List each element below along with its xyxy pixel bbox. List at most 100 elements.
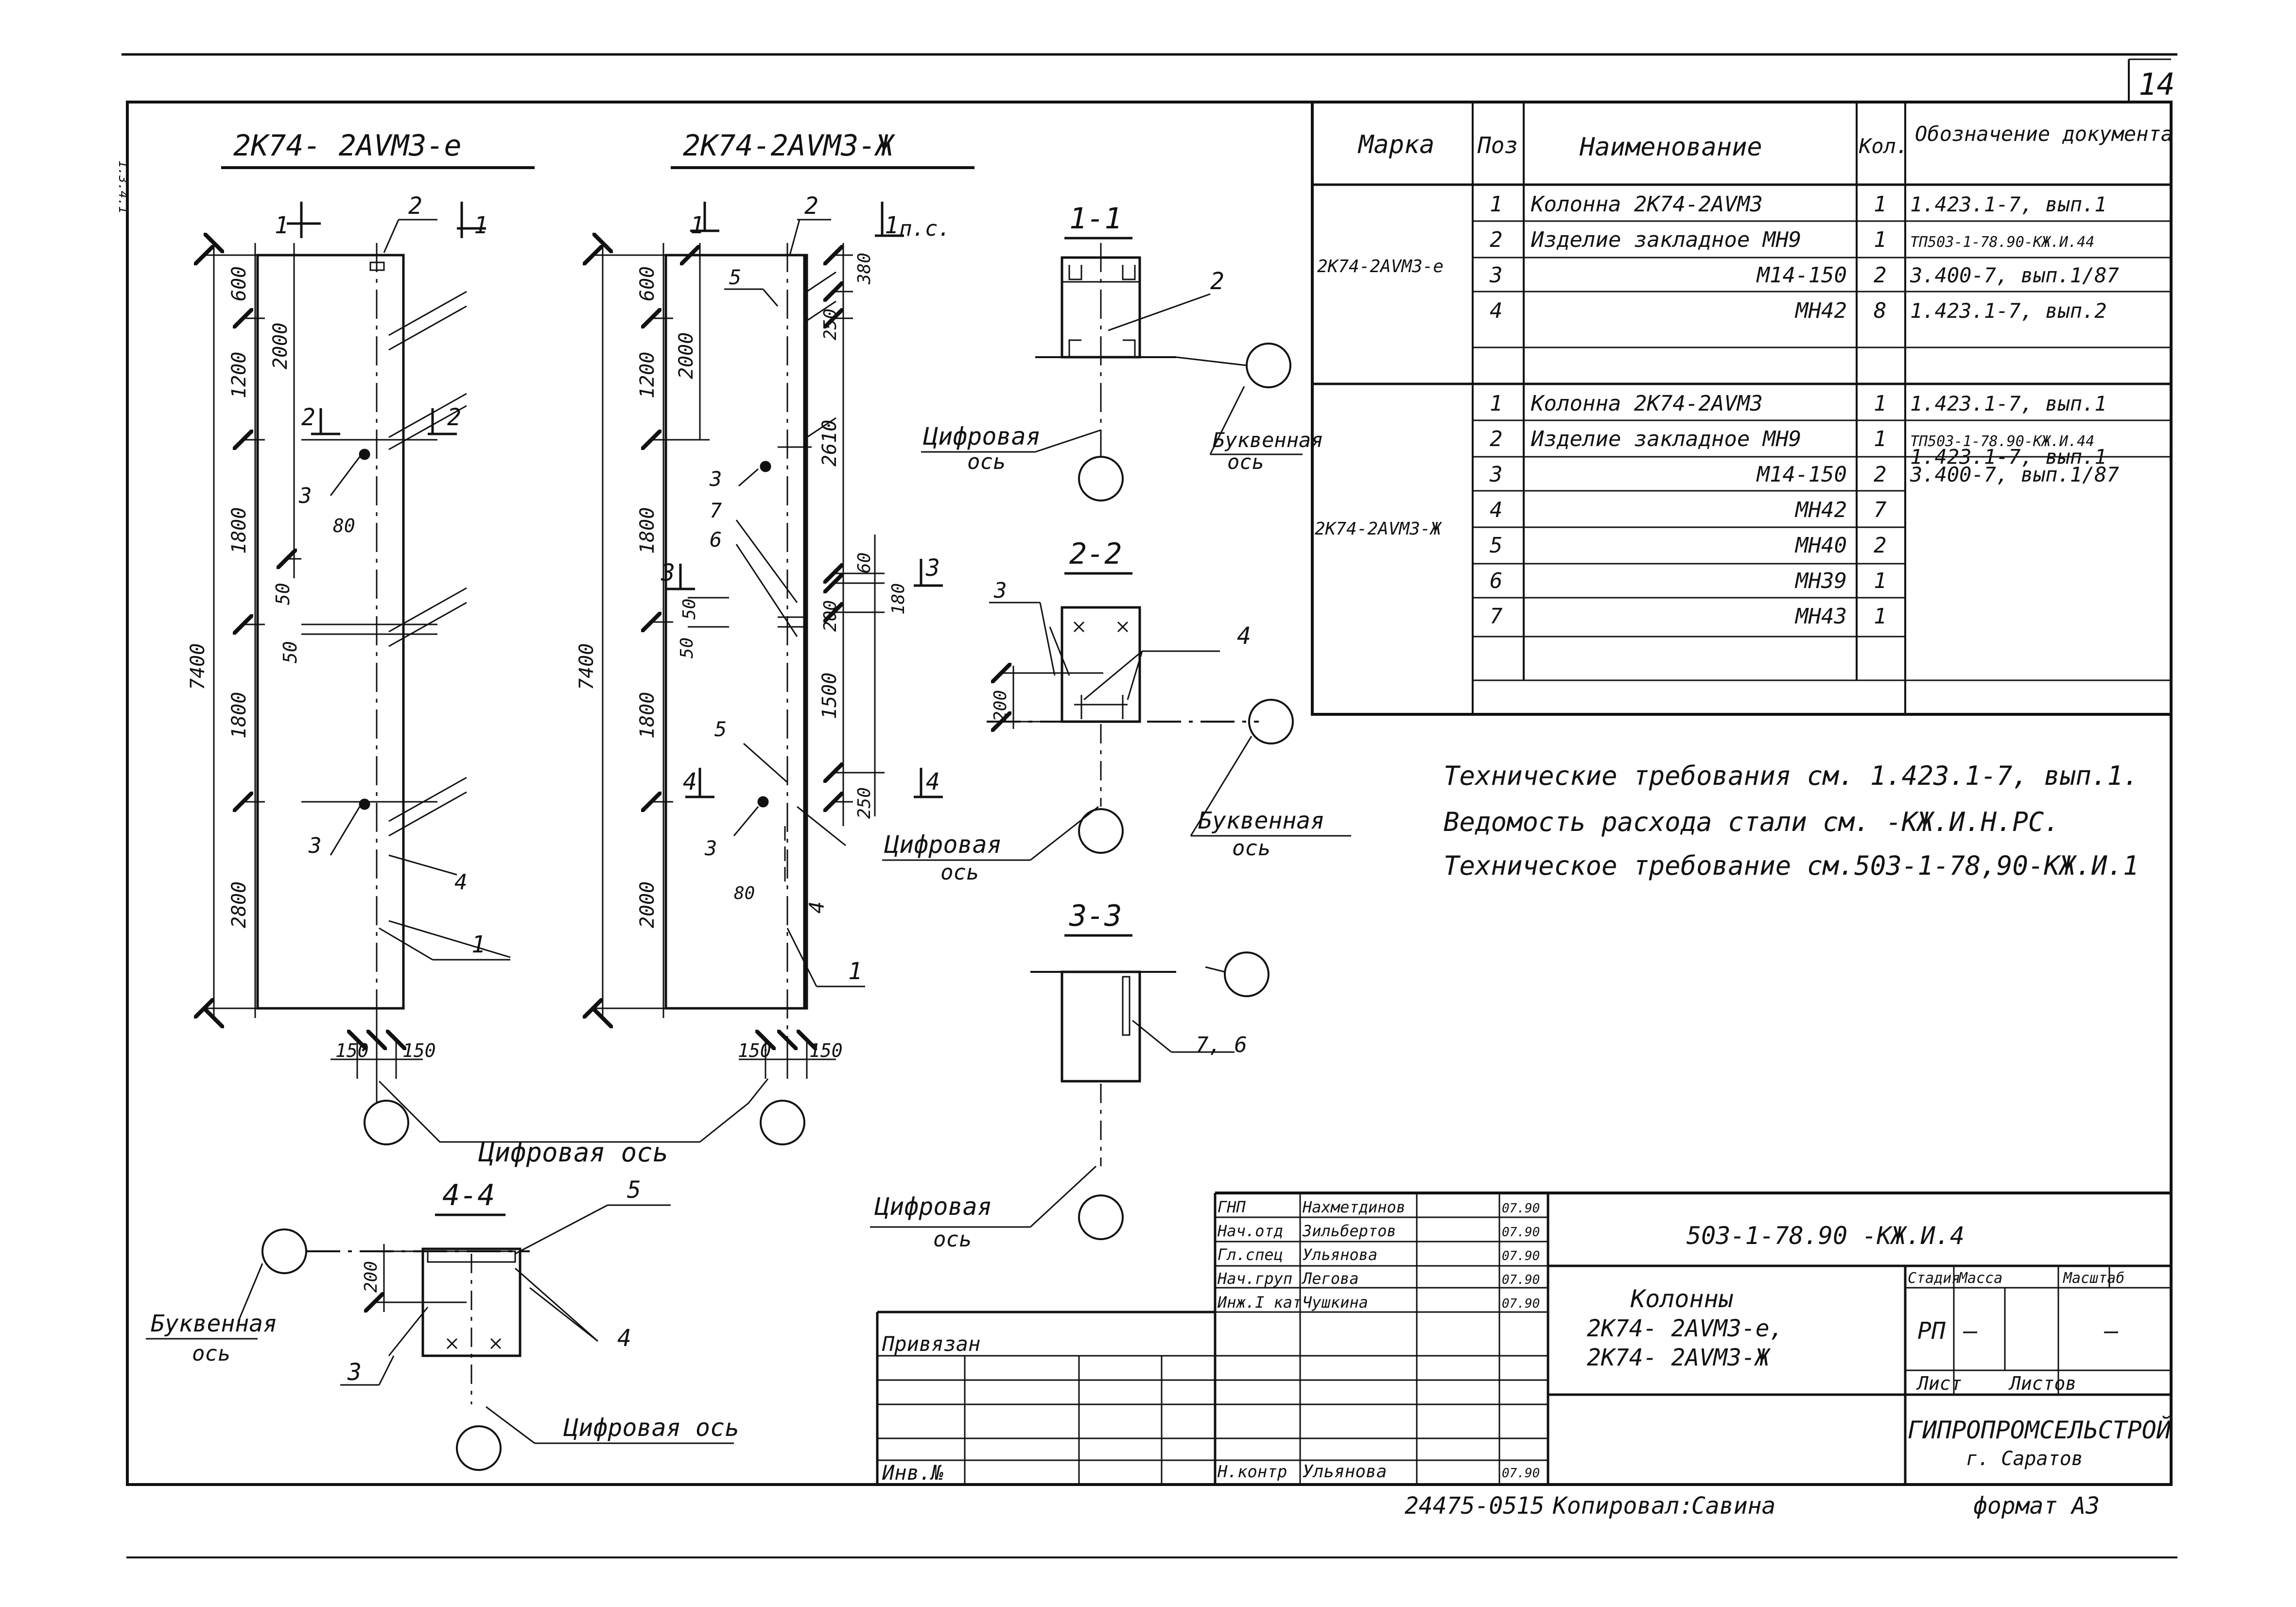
axis-bubble-1-1-digital — [1078, 456, 1124, 501]
sheets-label: Листов — [2008, 1373, 2076, 1394]
note-3: Техническое требование см.503-1-78,90-КЖ… — [1444, 850, 2139, 881]
dim-1200-zh: 1200 — [636, 352, 659, 398]
dim-1500-zh: 1500 — [818, 673, 841, 719]
section-4-4-title: 4-4 — [442, 1178, 495, 1212]
axis-bubble-digital-e — [364, 1100, 409, 1145]
axis-bubble-3-3-digital — [1078, 1194, 1124, 1240]
digital-axis-1-1-os: ось — [967, 449, 1006, 474]
signer-date: 07.90 — [1502, 1296, 1540, 1311]
spec-cell-name: Изделие закладное МН9 — [1531, 227, 1801, 252]
spec-cell-qty: 1 — [1874, 227, 1887, 252]
edge-note: 1.3.4.1 — [116, 160, 130, 214]
dim-50a-zh: 50 — [679, 599, 699, 620]
norm-control-date: 07.90 — [1502, 1466, 1540, 1481]
notes: Технические требования см. 1.423.1-7, вы… — [1444, 760, 2139, 881]
section-2-2-pos3: 3 — [993, 578, 1007, 603]
signer-date: 07.90 — [1502, 1249, 1540, 1263]
spec-cell-name: Колонна 2К74-2АVМЗ — [1531, 391, 1763, 416]
dim-250a-zh: 250 — [820, 309, 840, 340]
section-4-4-pos3: 3 — [347, 1359, 362, 1386]
spec-cell-qty: 7 — [1874, 498, 1887, 522]
mass-value: — — [1963, 1317, 1978, 1345]
inv-label: Инв.№ — [882, 1461, 943, 1485]
pos-7-zh: 7 — [710, 499, 722, 522]
spec-header-doc: Обозначение документа — [1915, 122, 2173, 146]
spec-cell-doc: 1.423.1-7, вып.1 — [1910, 392, 2107, 415]
spec-cell-qty: 2 — [1874, 263, 1887, 288]
spec-cell-pos: 6 — [1490, 569, 1503, 593]
spec-cell-doc: 3.400-7, вып.1/87 — [1910, 463, 2119, 486]
spec-cell-pos: 5 — [1490, 533, 1503, 558]
signer-role: Нач.груп — [1217, 1269, 1292, 1288]
dim-600-e: 600 — [228, 266, 250, 301]
pos-4-e: 4 — [454, 870, 468, 895]
pos-3a-zh: 3 — [709, 467, 722, 491]
spec-cell-doc: 1.423.1-7, вып.1 — [1910, 192, 2107, 216]
dim-600-zh: 600 — [636, 266, 659, 301]
spec-header-name: Наименование — [1579, 133, 1762, 162]
dim-150l-zh: 150 — [738, 1040, 771, 1061]
signer-date: 07.90 — [1502, 1225, 1540, 1240]
dim-1800b-e: 1800 — [228, 692, 250, 739]
spec-cell-doc: ТП503-1-78.90-КЖ.И.44 — [1910, 234, 2094, 251]
footer: 24475-05 15 Копировал: Савина формат А3 — [1405, 1492, 2100, 1520]
norm-control-role: Н.контр — [1217, 1462, 1287, 1482]
signer-name: Зильбертов — [1302, 1222, 1396, 1240]
dim-1800a-e: 1800 — [228, 507, 250, 554]
stage-value: РП — [1917, 1317, 1946, 1345]
spec-cell-doc: 1.423.1-7, вып.2 — [1910, 299, 2107, 323]
dim-50b-zh: 50 — [677, 638, 697, 658]
digital-axis-3-3-os: ось — [933, 1227, 972, 1252]
spec-cell-name: МН42 — [1794, 498, 1847, 522]
spec-cell-pos: 4 — [1490, 498, 1503, 522]
privyazan-label: Привязан — [882, 1332, 980, 1356]
spec-cell-name: МН43 — [1794, 604, 1847, 629]
section-4-4-pos5: 5 — [627, 1176, 641, 1204]
scale-label: Масштаб — [2063, 1270, 2124, 1287]
dim-150r-e: 150 — [402, 1040, 436, 1061]
signer-name: Ульянова — [1303, 1245, 1377, 1264]
note-1: Технические требования см. 1.423.1-7, вы… — [1444, 760, 2139, 791]
letter-axis-1-1: Буквенная — [1213, 428, 1323, 452]
footer-code: 24475-05 — [1405, 1492, 1517, 1520]
dim-50a-e: 50 — [272, 583, 294, 605]
spec-cell-qty: 2 — [1874, 462, 1887, 487]
dim-150l-e: 150 — [335, 1040, 369, 1061]
spec-header-pos: Поз — [1477, 132, 1518, 158]
spec-cell-qty: 1 — [1874, 569, 1887, 593]
signer-role: ГНП — [1218, 1198, 1246, 1216]
spec-header-mark: Марка — [1357, 130, 1435, 159]
section-3-3: 3-3 7, 6 Цифровая ось — [870, 899, 1270, 1252]
signer-name: Нахметдинов — [1302, 1198, 1406, 1216]
sheet-frame — [122, 53, 2177, 1558]
pos-1-e: 1 — [471, 931, 486, 958]
dim-200-zh: 200 — [820, 600, 840, 632]
cut-1-left-zh: 1 — [690, 212, 704, 239]
digital-axis-2-2: Цифровая — [884, 830, 1002, 859]
spec-cell-pos: 4 — [1490, 298, 1503, 323]
section-3-3-pos: 7, 6 — [1196, 1033, 1247, 1057]
pos-5a-zh: 5 — [729, 265, 741, 289]
pos-5b-zh: 5 — [714, 717, 727, 741]
spec-table-text: Марка Поз Наименование Кол. Обозначение … — [1315, 122, 2173, 629]
signer-date: 07.90 — [1502, 1201, 1540, 1216]
digital-axis-3-3: Цифровая — [874, 1192, 992, 1221]
section-4-4: 4-4 5 4 3 200 Буквенная ось — [146, 1176, 739, 1471]
cut-3-right-zh: 3 — [925, 554, 940, 582]
letter-axis-1-1-os: ось — [1227, 450, 1264, 474]
drawing-title-1: Колонны — [1630, 1285, 1734, 1313]
dim-2000a-zh: 2000 — [675, 332, 697, 379]
cut-4-right-zh: 4 — [926, 768, 940, 795]
dim-total-zh: 7400 — [575, 643, 598, 690]
letter-axis-2-2: Буквенная — [1198, 807, 1324, 834]
footer-copied-label: Копировал: — [1552, 1492, 1693, 1520]
dim-2610-zh: 2610 — [818, 420, 841, 467]
cut-1-left-e: 1 — [275, 212, 289, 239]
title-block — [876, 1192, 2171, 1485]
signer-name: Чушкина — [1303, 1293, 1368, 1312]
dim-1200-e: 1200 — [228, 352, 250, 398]
pos-3b-zh: 3 — [704, 836, 717, 860]
letter-axis-4-4-os: ось — [192, 1341, 230, 1366]
